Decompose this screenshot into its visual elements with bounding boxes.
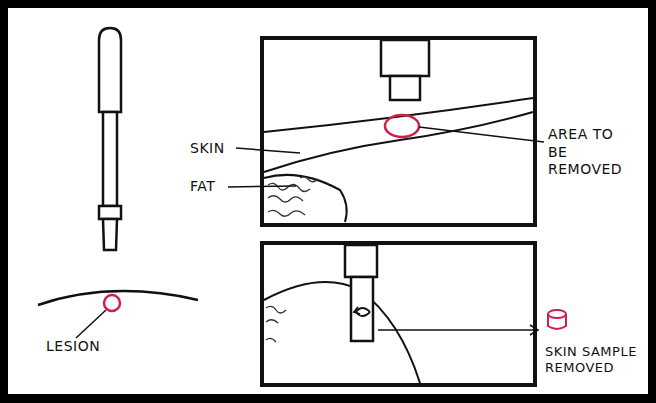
- part-label: LESION: [46, 338, 100, 356]
- part-label: AREA TO BE REMOVED: [548, 126, 622, 179]
- part-label: SKIN: [190, 140, 225, 158]
- part-label: FAT: [190, 178, 215, 196]
- part-label: SKIN SAMPLE REMOVED: [545, 344, 649, 377]
